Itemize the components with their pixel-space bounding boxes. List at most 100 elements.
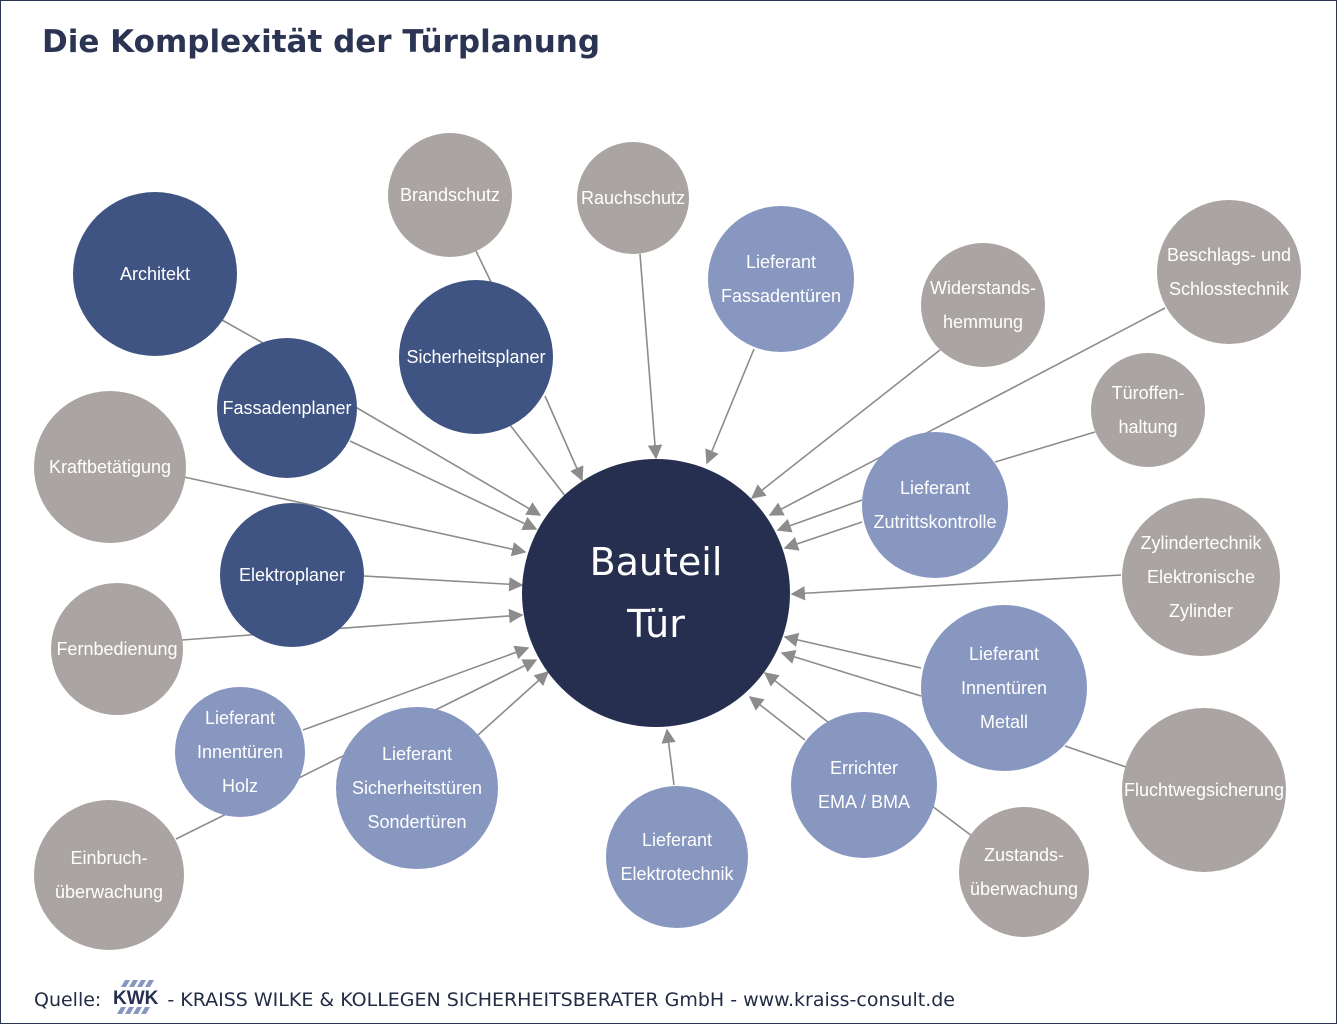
node-label-errichter-2: EMA / BMA <box>818 792 910 812</box>
node-label-fernbedienung-1: Fernbedienung <box>56 639 177 659</box>
footer: Quelle: KWK - KRAISS WILKE & KOLLEGEN SI… <box>34 980 955 1019</box>
edge-tueroffen-lf_zutritt <box>994 431 1096 463</box>
edge-fassadenplaner-center <box>351 404 542 516</box>
footer-text: - KRAISS WILKE & KOLLEGEN SICHERHEITSBER… <box>167 988 955 1011</box>
node-label-tueroffen-2: haltung <box>1118 417 1177 437</box>
edge-errichter-center <box>763 672 829 723</box>
node-label-lf_zutritt-1: Lieferant <box>900 478 970 498</box>
edge-zustand-errichter <box>931 805 973 837</box>
node-circle-zylinder <box>1122 498 1280 656</box>
kwk-logo: KWK <box>111 980 159 1019</box>
node-label-center-1: Bauteil <box>590 540 723 584</box>
node-circle-widerstand <box>921 243 1045 367</box>
node-circle-lf_metall <box>921 605 1087 771</box>
kwk-logo-text: KWK <box>113 988 159 1009</box>
node-sicherheitsplaner: Sicherheitsplaner <box>399 280 553 434</box>
edge-lf_zutritt-center <box>783 521 863 551</box>
node-elektroplaner: Elektroplaner <box>220 503 364 647</box>
node-label-lf_elektro-1: Lieferant <box>642 830 712 850</box>
edge-elektroplaner-center <box>363 575 524 592</box>
node-circle-architekt <box>73 192 237 356</box>
node-circle-flucht <box>1122 708 1286 872</box>
node-circle-brandschutz <box>388 133 512 257</box>
node-label-zylinder-3: Zylinder <box>1169 601 1233 621</box>
node-label-lf_sicher-2: Sicherheitstüren <box>352 778 482 798</box>
node-label-lf_holz-3: Holz <box>222 776 258 796</box>
node-label-architekt-1: Architekt <box>120 264 190 284</box>
node-circle-einbruch <box>34 800 184 950</box>
edge-lf_fassade-center <box>705 348 755 465</box>
node-circle-elektroplaner <box>220 503 364 647</box>
node-label-widerstand-1: Widerstands- <box>930 278 1036 298</box>
node-fassadenplaner: Fassadenplaner <box>217 338 357 478</box>
node-label-sicherheitsplaner-1: Sicherheitsplaner <box>406 347 545 367</box>
edge-fernbedienung-center <box>181 608 524 641</box>
edge-errichter-center <box>748 696 806 741</box>
node-label-zustand-1: Zustands- <box>984 845 1064 865</box>
node-kraftbetaetigung: Kraftbetätigung <box>34 391 186 543</box>
node-label-lf_fassade-1: Lieferant <box>746 252 816 272</box>
node-circle-center <box>522 459 790 727</box>
node-brandschutz: Brandschutz <box>388 133 512 257</box>
edge-flucht-lf_metall <box>1064 745 1127 768</box>
node-label-tueroffen-1: Türoffen- <box>1112 383 1185 403</box>
edge-fassadenplaner-center <box>349 440 538 530</box>
node-fernbedienung: Fernbedienung <box>51 583 183 715</box>
node-label-widerstand-2: hemmung <box>943 312 1023 332</box>
edge-lf_sicher-center <box>477 671 550 736</box>
edge-kraftbetaetigung-center <box>183 476 527 557</box>
node-label-fassadenplaner-1: Fassadenplaner <box>222 398 351 418</box>
node-label-zylinder-1: Zylindertechnik <box>1140 533 1262 553</box>
node-label-lf_sicher-3: Sondertüren <box>367 812 466 832</box>
node-circle-fernbedienung <box>51 583 183 715</box>
node-circle-tueroffen <box>1091 353 1205 467</box>
node-circle-sicherheitsplaner <box>399 280 553 434</box>
page-title: Die Komplexität der Türplanung <box>42 24 601 60</box>
node-label-kraftbetaetigung-1: Kraftbetätigung <box>49 457 171 477</box>
edge-lf_metall-center <box>783 632 922 669</box>
node-label-lf_fassade-2: Fassadentüren <box>721 286 841 306</box>
node-label-einbruch-2: überwachung <box>55 882 163 902</box>
node-einbruch: Einbruch-überwachung <box>34 800 184 950</box>
edge-brandschutz-sicherheitsplaner <box>475 250 492 283</box>
edge-rauchschutz-center <box>639 253 663 460</box>
node-label-lf_zutritt-2: Zutrittskontrolle <box>873 512 996 532</box>
edge-sicherheitsplaner-center <box>509 424 567 498</box>
node-label-lf_metall-2: Innentüren <box>961 678 1047 698</box>
node-label-beschlag-2: Schlosstechnik <box>1169 279 1290 299</box>
node-label-flucht-1: Fluchtwegsicherung <box>1124 780 1284 800</box>
node-label-lf_metall-1: Lieferant <box>969 644 1039 664</box>
node-tueroffen: Türoffen-haltung <box>1091 353 1205 467</box>
node-circle-lf_sicher <box>336 707 498 869</box>
node-circle-beschlag <box>1157 200 1301 344</box>
node-architekt: Architekt <box>73 192 237 356</box>
node-label-center-2: Tür <box>626 602 685 646</box>
edge-architekt-fassadenplaner <box>221 319 264 344</box>
node-circle-lf_holz <box>175 687 305 817</box>
node-circle-errichter <box>791 712 937 858</box>
edge-lf_metall-center <box>780 649 922 697</box>
node-zustand: Zustands-überwachung <box>959 807 1089 937</box>
node-widerstand: Widerstands-hemmung <box>921 243 1045 367</box>
node-circle-fassadenplaner <box>217 338 357 478</box>
node-flucht: Fluchtwegsicherung <box>1122 708 1286 872</box>
node-circle-lf_elektro <box>606 786 748 928</box>
edge-widerstand-center <box>750 349 941 499</box>
edge-lf_holz-center <box>302 645 530 731</box>
footer-prefix: Quelle: <box>34 988 102 1011</box>
node-circle-zustand <box>959 807 1089 937</box>
node-label-lf_holz-1: Lieferant <box>205 708 275 728</box>
node-circle-kraftbetaetigung <box>34 391 186 543</box>
